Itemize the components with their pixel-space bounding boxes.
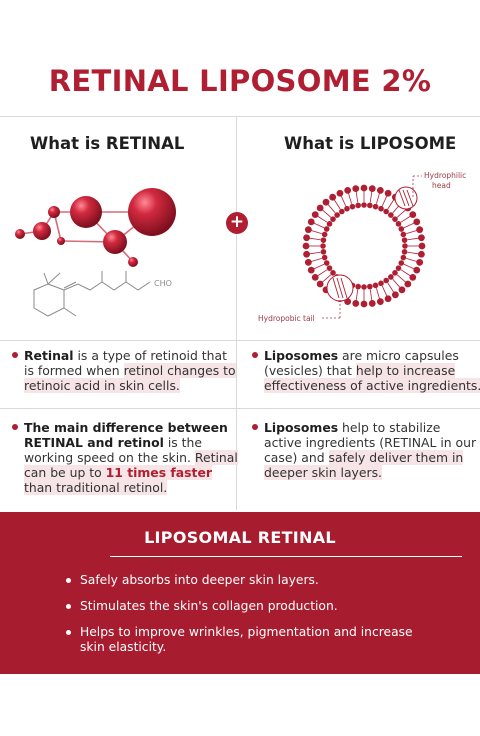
benefit-item: Safely absorbs into deeper skin layers. — [66, 573, 426, 588]
page-title: RETINAL LIPOSOME 2% — [48, 64, 432, 98]
divider-top — [0, 116, 480, 117]
cho-label: CHO — [154, 279, 172, 288]
band-divider — [110, 556, 462, 557]
atom — [128, 257, 138, 267]
retinal-definition: Retinal is a type of retinoid that is fo… — [12, 348, 238, 393]
bullet-icon — [12, 352, 18, 358]
liposome-illustration: Hydrophilic head Hydropobic tail — [258, 171, 466, 323]
bullet-icon — [12, 424, 18, 430]
atom — [57, 237, 65, 245]
bullet-icon — [66, 604, 71, 609]
benefit-item: Helps to improve wrinkles, pigmentation … — [66, 625, 426, 655]
retinal-difference: The main difference between RETINAL and … — [12, 420, 242, 495]
band-title: LIPOSOMAL RETINAL — [144, 528, 336, 547]
liposomal-retinal-band — [0, 512, 480, 674]
bullet-icon — [252, 424, 258, 430]
atom — [15, 229, 25, 239]
hydrophilic-label: Hydrophilic — [424, 171, 466, 180]
divider-center — [236, 116, 237, 510]
plus-icon: + — [226, 212, 248, 234]
atom — [128, 188, 176, 236]
molecule-illustration: CHO — [15, 188, 176, 317]
liposome-function: Liposomes help to stabilize active ingre… — [252, 420, 480, 480]
bullet-icon — [66, 630, 71, 635]
heading-liposome: What is LIPOSOME — [284, 134, 457, 153]
divider-row-2 — [0, 408, 480, 409]
head-label: head — [432, 181, 451, 190]
divider-row-1 — [0, 340, 480, 341]
atom — [48, 206, 60, 218]
atom — [70, 196, 102, 228]
atom — [103, 230, 127, 254]
benefit-item: Stimulates the skin's collagen productio… — [66, 599, 426, 614]
atom — [33, 222, 51, 240]
liposome-ring — [302, 184, 426, 308]
liposome-definition: Liposomes are micro capsules (vesicles) … — [252, 348, 480, 393]
hydrophobic-label: Hydropobic tail — [258, 314, 315, 323]
retinal-structural-formula — [33, 271, 151, 317]
benefits-list: Safely absorbs into deeper skin layers. … — [66, 573, 426, 666]
bullet-icon — [66, 578, 71, 583]
heading-retinal: What is RETINAL — [30, 134, 185, 153]
bullet-icon — [252, 352, 258, 358]
